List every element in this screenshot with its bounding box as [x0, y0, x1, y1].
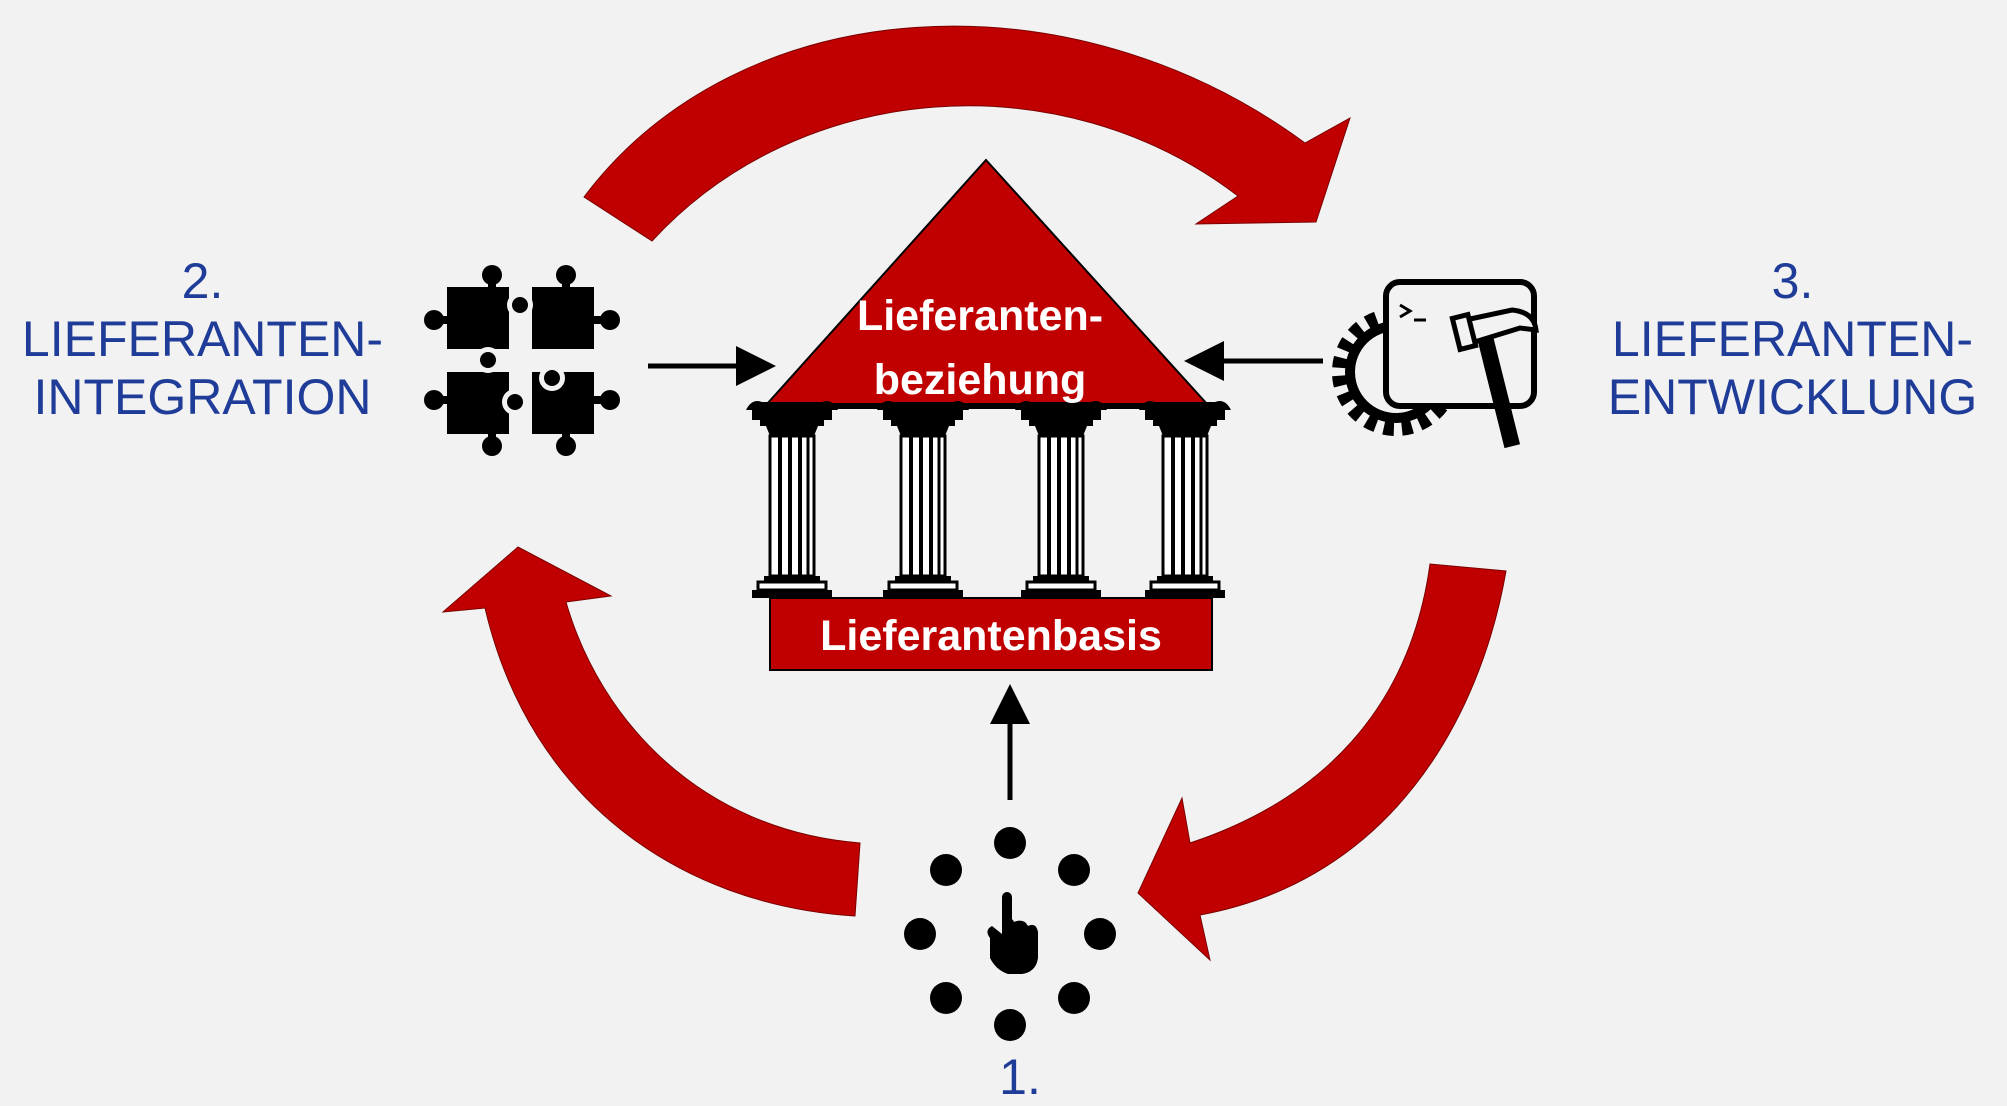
roof-label-line1: Lieferanten-: [856, 292, 1104, 340]
step-1-label: 1.: [940, 1048, 1100, 1106]
cycle-arrow-left: [441, 546, 861, 917]
temple-column: [1137, 399, 1233, 600]
developer-tools-icon: [1332, 279, 1539, 449]
temple-beam: [765, 403, 1209, 409]
step-3-number: 3.: [1771, 253, 1814, 309]
temple: [744, 158, 1233, 671]
cycle-arrow-top: [583, 25, 1351, 242]
step-2-line2: INTEGRATION: [33, 369, 372, 425]
cycle-arrow-right: [1137, 563, 1507, 962]
step-2-line1: LIEFERANTEN-: [21, 311, 384, 367]
hand-pointer-dots-icon: [904, 827, 1116, 1041]
step-3-line2: ENTWICKLUNG: [1607, 369, 1978, 425]
step-3-line1: LIEFERANTEN-: [1611, 311, 1974, 367]
temple-base: [769, 597, 1213, 671]
step-1-number: 1.: [999, 1049, 1041, 1105]
step-2-number: 2.: [181, 253, 224, 309]
step-3-label: 3. LIEFERANTEN- ENTWICKLUNG: [1578, 252, 2007, 426]
temple-column: [1013, 399, 1109, 600]
temple-column: [744, 399, 840, 600]
roof-label-line2: beziehung: [873, 356, 1087, 404]
temple-column: [875, 399, 971, 600]
puzzle-pieces-icon: [424, 265, 620, 456]
step-2-label: 2. LIEFERANTEN- INTEGRATION: [0, 252, 405, 426]
base-label: Lieferantenbasis: [820, 612, 1162, 660]
